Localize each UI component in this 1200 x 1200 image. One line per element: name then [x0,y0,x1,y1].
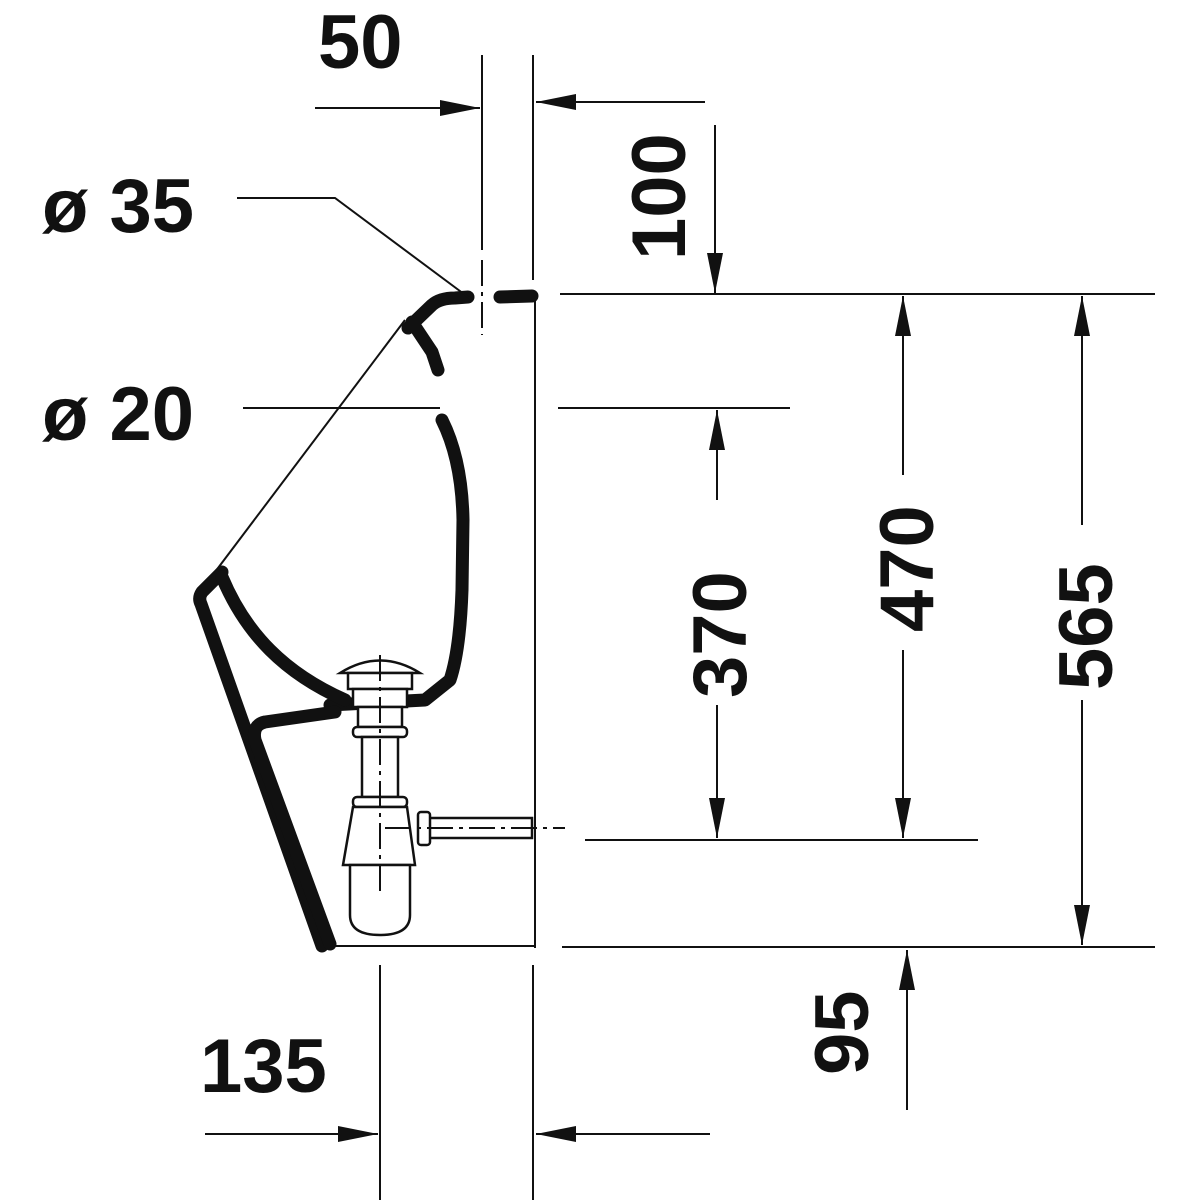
label-inlet-diameter: ø 35 [42,164,194,249]
trap-bowl [348,863,412,937]
urinal-body [193,260,539,953]
top-rim [401,290,475,335]
leader-d35 [237,197,473,301]
bowl-curve [215,570,352,707]
floor-ledge [248,705,342,951]
inner-wall-upper [405,315,445,377]
label-top-to-outlet: 470 [865,505,950,632]
front-opening-line [214,319,406,573]
label-top-to-inlet: 100 [617,133,702,260]
label-trap-offset: 135 [200,1024,327,1109]
top-rim-back [493,289,539,304]
label-rim-to-outlet: 370 [678,571,763,698]
label-top-offset: 50 [318,0,403,85]
label-overall-height: 565 [1044,563,1129,690]
siphon [335,655,565,937]
label-spray-diameter: ø 20 [42,372,194,457]
front-lip [193,565,329,953]
label-bottom-offset: 95 [800,990,885,1075]
inner-wall-lower [323,413,470,712]
